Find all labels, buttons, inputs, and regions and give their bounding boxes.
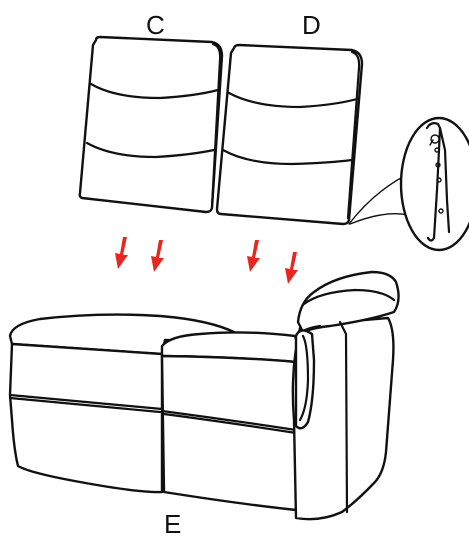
bracket-detail-magnifier bbox=[349, 118, 469, 250]
label-d: D bbox=[302, 10, 321, 40]
label-e: E bbox=[164, 509, 181, 539]
seat-unit-e bbox=[10, 272, 399, 519]
arrows bbox=[115, 237, 298, 284]
label-c: C bbox=[146, 10, 165, 40]
back-cushion-c bbox=[80, 37, 222, 212]
down-arrow-icon bbox=[115, 237, 128, 269]
down-arrow-icon bbox=[247, 240, 260, 272]
down-arrow-icon bbox=[285, 252, 298, 284]
down-arrow-icon bbox=[151, 240, 164, 272]
back-cushion-d bbox=[217, 45, 362, 224]
